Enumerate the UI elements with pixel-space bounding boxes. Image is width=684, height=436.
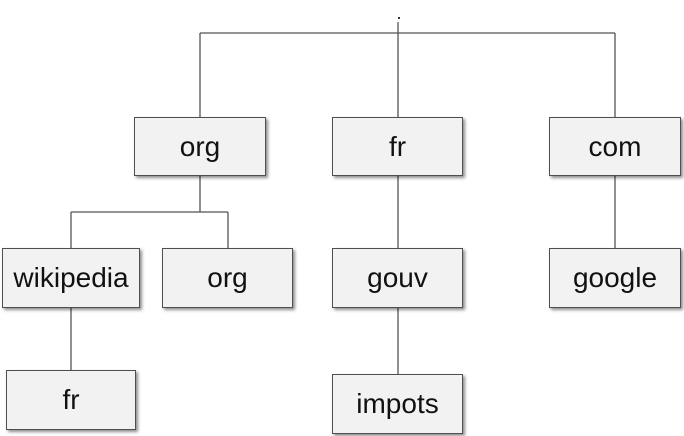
gouv-node-label: gouv [367, 262, 428, 293]
impots-node: impots [332, 374, 463, 434]
google-node: google [549, 248, 681, 308]
com-node-label: com [588, 130, 642, 162]
root-node-label: . [396, 3, 402, 23]
org-node: org [134, 117, 266, 176]
org-child-node-label: org [207, 262, 248, 293]
wikipedia-node-label: wikipedia [13, 262, 129, 293]
fr-node-label: fr [388, 130, 407, 162]
fr-node: fr [332, 117, 463, 176]
com-node: com [549, 117, 681, 176]
fr-child-node-label: fr [62, 384, 80, 415]
impots-node-label: impots [356, 388, 439, 419]
org-child-node: org [162, 248, 293, 308]
fr-child-node: fr [6, 370, 136, 430]
gouv-node: gouv [332, 248, 463, 308]
org-node-label: org [179, 130, 221, 162]
google-node-label: google [572, 262, 658, 293]
wikipedia-node: wikipedia [2, 248, 140, 308]
